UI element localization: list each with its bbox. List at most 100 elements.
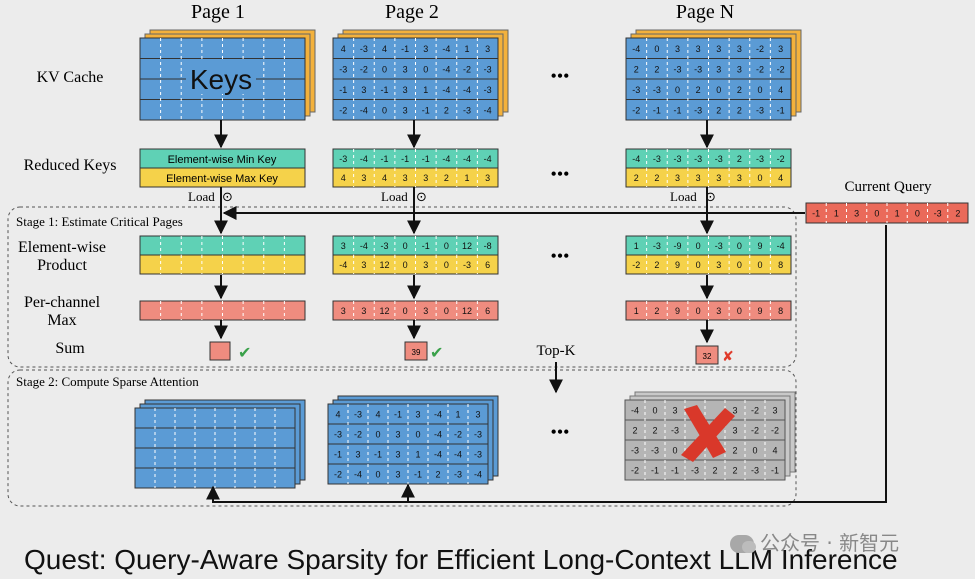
pageN-stage2-key-cell: -3 [751, 466, 759, 476]
page2-min-key-cell: -4 [442, 154, 450, 164]
page2-key-cell: 3 [403, 105, 408, 115]
page2-product-min-cell: 0 [444, 241, 449, 251]
page2-key-cell: -2 [463, 64, 471, 74]
pageN-product-max-cell: 0 [758, 260, 763, 270]
pageN-max-cell: 0 [696, 306, 701, 316]
pageN-stage2-key-cell: 0 [652, 406, 657, 416]
page2-max-cell: 12 [380, 306, 390, 316]
page2-min-key-cell: -4 [484, 154, 492, 164]
pageN-stage2-key-cell: 2 [732, 466, 737, 476]
page2-product-min-cell: -4 [360, 241, 368, 251]
page2-product-max-cell: 12 [380, 260, 390, 270]
page2-stage2-key-cell: 3 [395, 430, 400, 440]
page2-key-cell: -4 [360, 105, 368, 115]
pageN-min-key-cell: -3 [715, 154, 723, 164]
page2-key-cell: -4 [442, 44, 450, 54]
pageN-min-key-cell: -4 [632, 154, 640, 164]
page2-stage2-key-cell: -3 [474, 450, 482, 460]
query-cell: 0 [915, 209, 920, 219]
stage2-label: Stage 2: Compute Sparse Attention [16, 374, 199, 389]
pageN-product-min-cell: 0 [737, 241, 742, 251]
query-cell: 0 [874, 209, 879, 219]
page2-max-key-cell: 4 [382, 173, 387, 183]
pageN-stage2-key-cell: 4 [772, 446, 777, 456]
pageN-product-min-cell: 0 [696, 241, 701, 251]
page2-product-max-cell: 0 [444, 260, 449, 270]
dropped-page-x-icon [681, 405, 735, 462]
pageN-stage2-key-cell: 2 [652, 426, 657, 436]
label-max: Max [47, 312, 76, 329]
pageN-product-max-cell: 0 [696, 260, 701, 270]
page2-stage2-key-cell: -4 [474, 470, 482, 480]
pageN-product-min-cell: -3 [653, 241, 661, 251]
page1-stage2-kv [134, 399, 306, 489]
pageN-stage2-key-cell: -2 [771, 426, 779, 436]
page2-key-cell: 0 [382, 105, 387, 115]
page2-stage2-key-cell: 3 [395, 450, 400, 460]
pageN-key-cell: -3 [653, 85, 661, 95]
page2-product-max-cell: 0 [403, 260, 408, 270]
pageN-key-cell: -4 [632, 44, 640, 54]
stage2-box [7, 369, 797, 507]
pageN-key-cell: 3 [737, 64, 742, 74]
page2-stage2-key-cell: 3 [395, 470, 400, 480]
pageN-product-min-cell: -3 [715, 241, 723, 251]
pageN-key-cell: -3 [694, 105, 702, 115]
page2-stage2-key-cell: 4 [375, 410, 380, 420]
page2-key-cell: 3 [423, 44, 428, 54]
pageN-stage2-key-cell: -3 [671, 426, 679, 436]
page2-stage2-key-cell: 0 [375, 430, 380, 440]
pageN-stage2-key-cell: -2 [751, 426, 759, 436]
ellipsis-reduced: ••• [551, 164, 570, 184]
pageN-key-cell: -3 [674, 64, 682, 74]
pageN-stage2-key-cell: 3 [732, 406, 737, 416]
page1-reduced-keys [139, 148, 306, 188]
page2-max-cell: 3 [423, 306, 428, 316]
pageN-min-key-cell: -2 [777, 154, 785, 164]
load-dot-page2: ⊙ [416, 190, 427, 205]
page2-stage2-key-cell: 3 [415, 410, 420, 420]
label-sum: Sum [55, 340, 85, 357]
query-cell: -1 [812, 209, 820, 219]
page2-key-cell: 3 [485, 44, 490, 54]
pageN-min-key-cell: -3 [653, 154, 661, 164]
page2-product-min-cell: 12 [462, 241, 472, 251]
pageN-stage2-key-cell: 2 [712, 466, 717, 476]
pageN-stage2-key-cell: -1 [671, 466, 679, 476]
pageN-product-max-cell: 8 [778, 260, 783, 270]
page2-stage2-key-cell: 3 [355, 450, 360, 460]
page2-product-max-cell: 3 [361, 260, 366, 270]
page2-stage2-key-cell: -2 [354, 430, 362, 440]
pageN-product-min-cell: 1 [634, 241, 639, 251]
page2-max-cell: 0 [444, 306, 449, 316]
page2-max-cell: 12 [462, 306, 472, 316]
page2-max-cell: 0 [403, 306, 408, 316]
page2-stage2-key-cell: -4 [434, 430, 442, 440]
page2-product-min-cell: -1 [422, 241, 430, 251]
page2-key-cell: -3 [360, 44, 368, 54]
page2-stage2-key-cell: 0 [375, 470, 380, 480]
label-kv-cache: KV Cache [37, 69, 104, 86]
page2-stage2-key-cell: -2 [334, 470, 342, 480]
page2-key-cell: 4 [382, 44, 387, 54]
pageN-key-cell: 2 [716, 105, 721, 115]
label-product: Product [37, 257, 87, 274]
page2-stage2-key-cell: -2 [454, 430, 462, 440]
pageN-stage2-key-cell: 3 [672, 406, 677, 416]
page2-stage2-key-cell: -1 [374, 450, 382, 460]
page2-max-key-cell: 3 [403, 173, 408, 183]
page2-max-key-cell: 1 [465, 173, 470, 183]
pageN-sum-box [695, 345, 719, 365]
keys-label: Keys [190, 64, 252, 95]
query-cell: 3 [854, 209, 859, 219]
pageN-max-cell: 3 [716, 306, 721, 316]
page2-max-key-cell: 3 [361, 173, 366, 183]
pageN-stage2-key-cell: 0 [672, 446, 677, 456]
page2-stage2-key-cell: 1 [455, 410, 460, 420]
pageN-key-cell: 0 [675, 85, 680, 95]
pageN-cross-icon: ✘ [722, 349, 734, 365]
